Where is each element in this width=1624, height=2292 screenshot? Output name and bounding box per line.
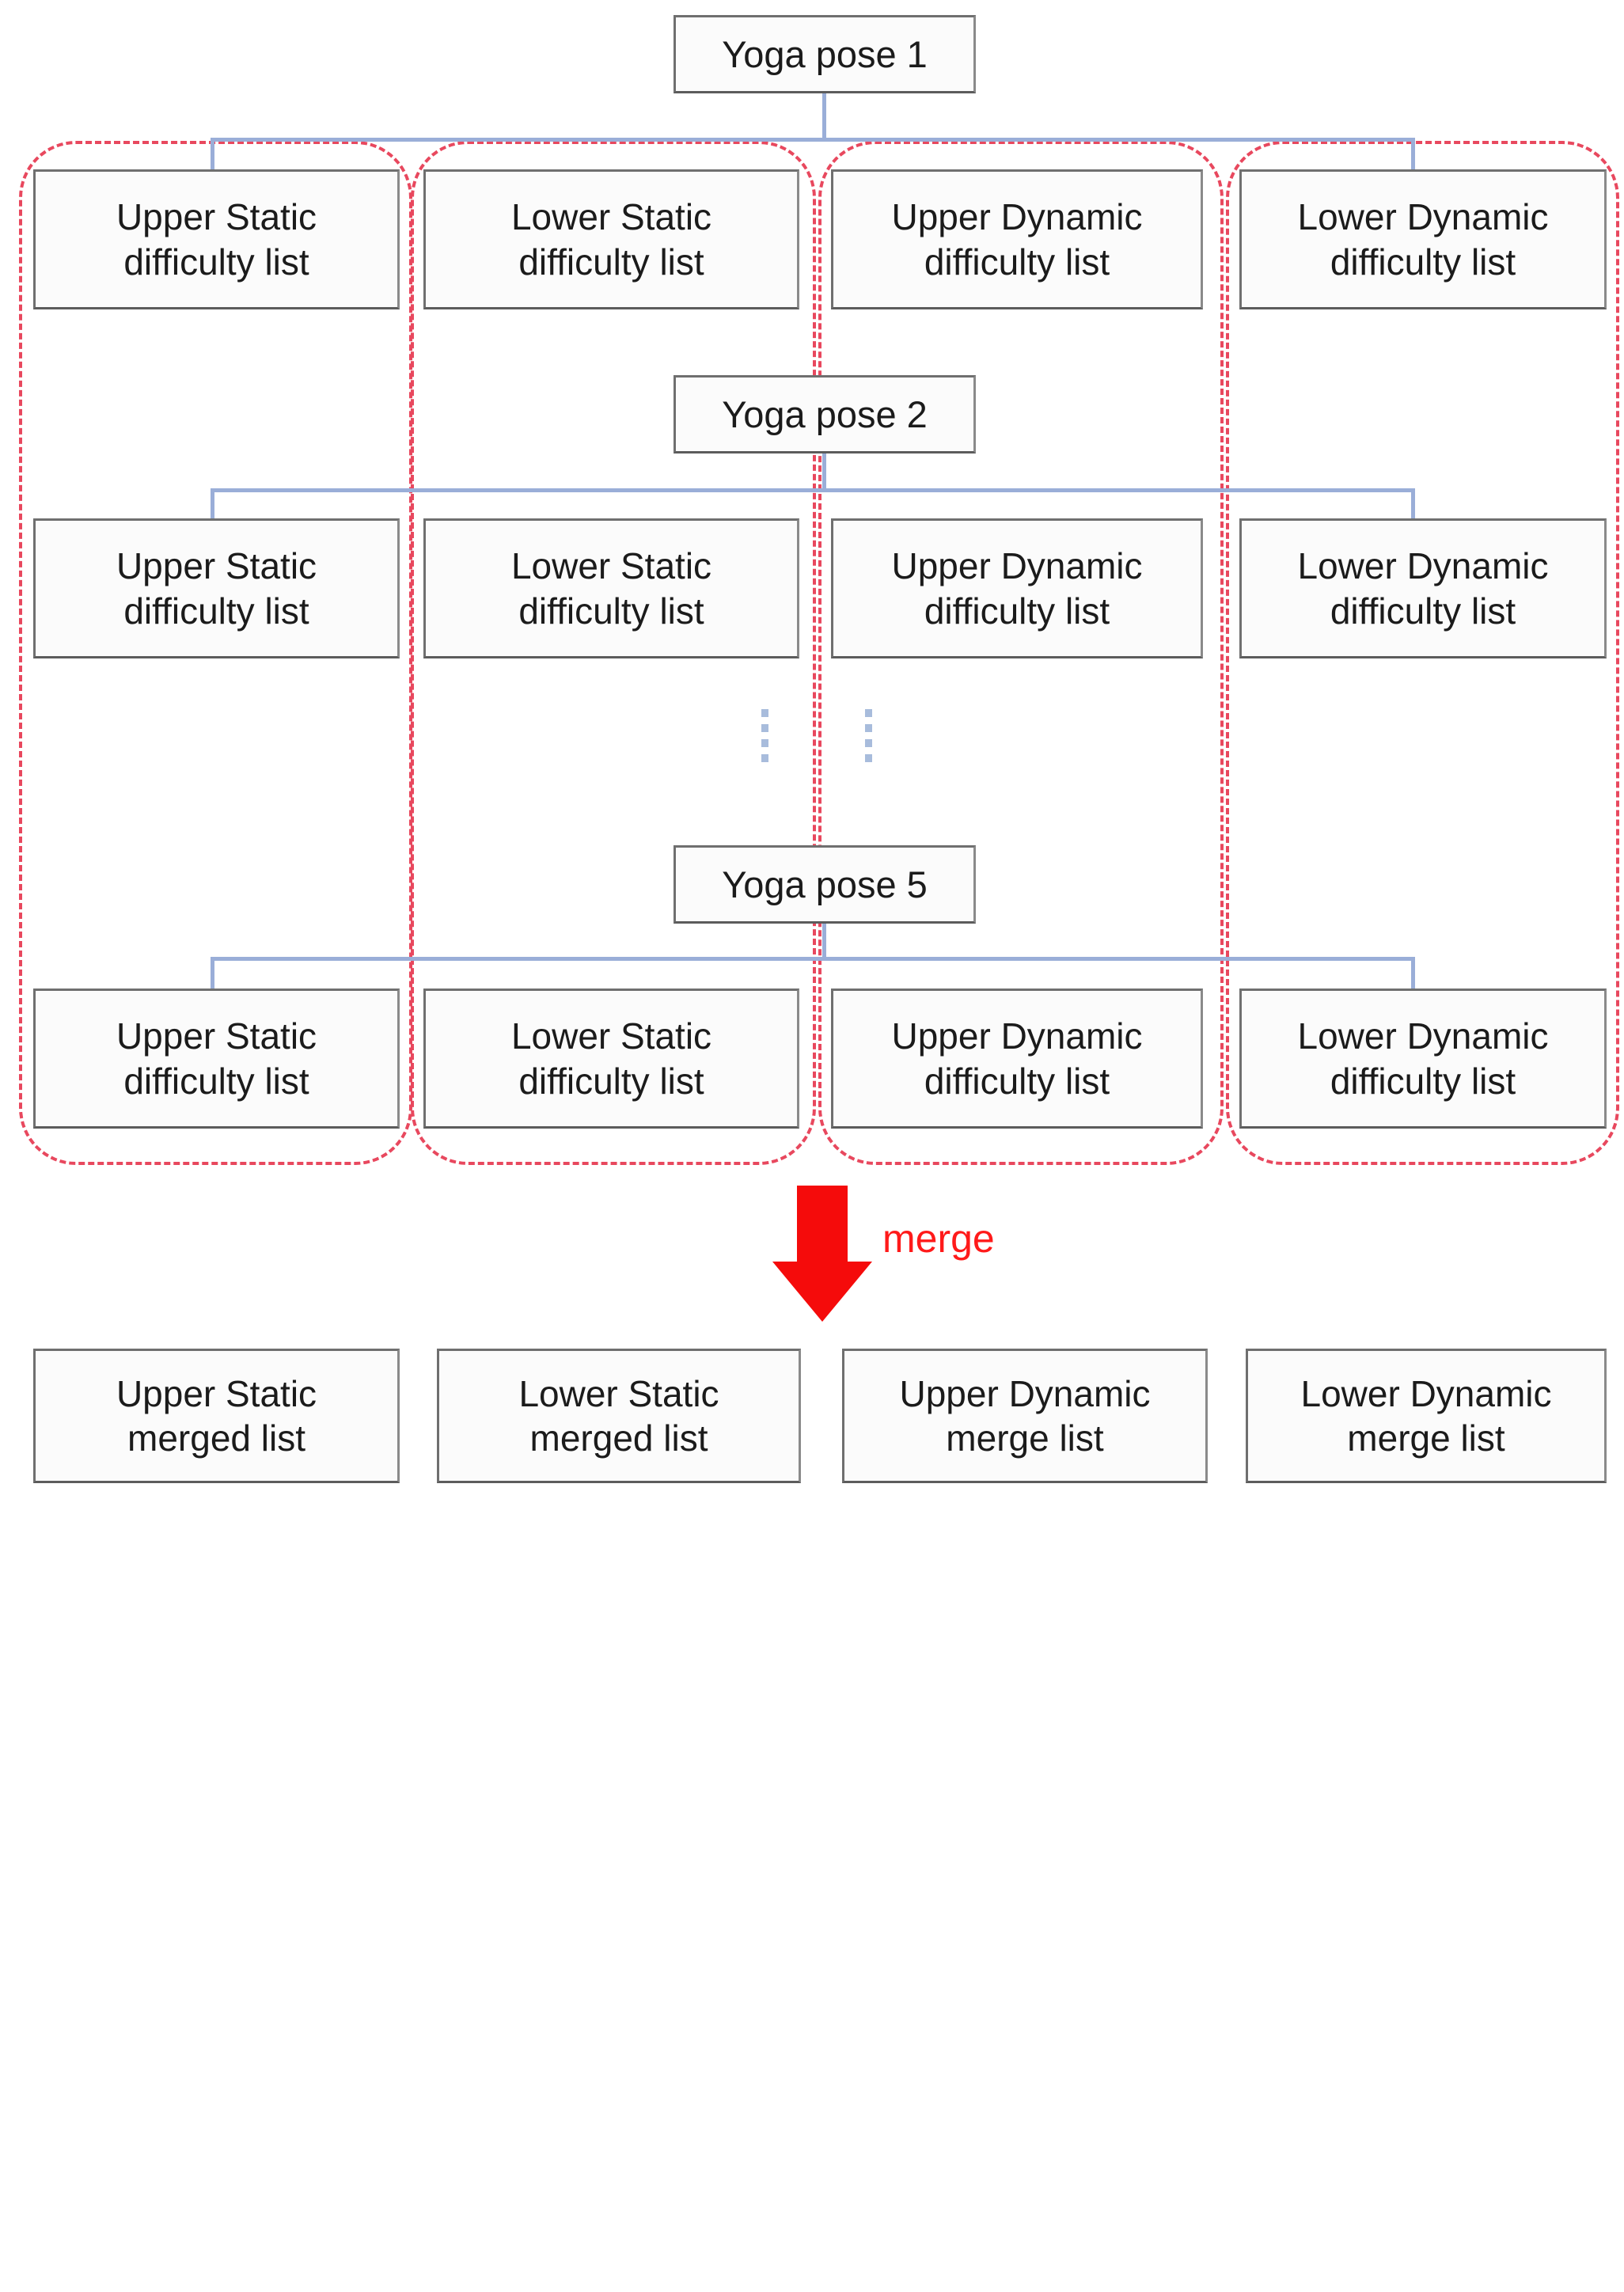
leaf-pose5-lower-static[interactable]: Lower Static difficulty list <box>423 989 799 1129</box>
pose-box-1[interactable]: Yoga pose 1 <box>674 15 976 93</box>
vertical-ellipsis-left <box>761 709 768 763</box>
leaf-pose5-lower-dynamic-label: Lower Dynamic difficulty list <box>1293 1014 1554 1102</box>
leaf-pose5-lower-static-label: Lower Static difficulty list <box>507 1014 716 1102</box>
leaf-line-2: difficulty list <box>123 241 309 283</box>
leaf-line-1: Upper Static <box>116 1015 317 1057</box>
leaf-line-1: Lower Static <box>510 545 712 587</box>
leaf-line-2: difficulty list <box>1330 1060 1516 1102</box>
leaf-line-1: Lower Dynamic <box>1297 196 1549 238</box>
pose-box-5[interactable]: Yoga pose 5 <box>674 845 976 924</box>
leaf-line-2: difficulty list <box>924 590 1110 632</box>
merged-upper-dynamic[interactable]: Upper Dynamic merge list <box>842 1349 1208 1483</box>
leaf-pose2-upper-static-label: Upper Static difficulty list <box>112 544 321 632</box>
leaf-line-2: difficulty list <box>1330 590 1516 632</box>
connector-drop-pose-1-left <box>211 138 214 173</box>
leaf-line-1: Lower Static <box>510 196 712 238</box>
leaf-line-2: merged list <box>529 1417 708 1459</box>
leaf-pose5-upper-dynamic-label: Upper Dynamic difficulty list <box>887 1014 1148 1102</box>
merge-label: merge <box>882 1216 995 1261</box>
leaf-line-1: Lower Dynamic <box>1300 1372 1552 1414</box>
leaf-line-2: difficulty list <box>518 241 704 283</box>
leaf-line-1: Upper Dynamic <box>891 196 1143 238</box>
leaf-pose1-lower-static-label: Lower Static difficulty list <box>507 195 716 283</box>
leaf-line-1: Upper Static <box>116 196 317 238</box>
leaf-line-2: difficulty list <box>1330 241 1516 283</box>
merge-arrow-shaft <box>797 1186 848 1265</box>
leaf-pose1-upper-static-label: Upper Static difficulty list <box>112 195 321 283</box>
leaf-pose1-upper-dynamic-label: Upper Dynamic difficulty list <box>887 195 1148 283</box>
leaf-line-1: Upper Dynamic <box>891 1015 1143 1057</box>
leaf-line-1: Upper Dynamic <box>891 545 1143 587</box>
leaf-pose5-upper-dynamic[interactable]: Upper Dynamic difficulty list <box>831 989 1203 1129</box>
leaf-pose2-upper-dynamic-label: Upper Dynamic difficulty list <box>887 544 1148 632</box>
merge-arrow-icon <box>772 1186 872 1322</box>
leaf-line-1: Upper Static <box>116 545 317 587</box>
pose-box-2[interactable]: Yoga pose 2 <box>674 375 976 453</box>
leaf-pose5-upper-static-label: Upper Static difficulty list <box>112 1014 321 1102</box>
leaf-line-2: difficulty list <box>518 590 704 632</box>
vertical-ellipsis-right <box>865 709 872 763</box>
leaf-pose2-lower-static[interactable]: Lower Static difficulty list <box>423 518 799 658</box>
merged-lower-static[interactable]: Lower Static merged list <box>437 1349 801 1483</box>
leaf-line-1: Upper Static <box>116 1372 317 1414</box>
leaf-pose2-lower-dynamic[interactable]: Lower Dynamic difficulty list <box>1239 518 1607 658</box>
leaf-pose2-upper-dynamic[interactable]: Upper Dynamic difficulty list <box>831 518 1203 658</box>
leaf-line-2: merged list <box>127 1417 305 1459</box>
connector-stem-pose-2 <box>822 453 826 491</box>
group-lower-static <box>411 141 816 1165</box>
connector-bus-pose-1 <box>211 138 1414 142</box>
leaf-line-1: Lower Static <box>518 1372 719 1414</box>
leaf-pose1-lower-dynamic[interactable]: Lower Dynamic difficulty list <box>1239 169 1607 309</box>
leaf-line-1: Lower Dynamic <box>1297 545 1549 587</box>
pose-box-1-label: Yoga pose 1 <box>722 32 928 75</box>
leaf-line-2: difficulty list <box>924 1060 1110 1102</box>
leaf-line-1: Upper Dynamic <box>899 1372 1151 1414</box>
pose-box-2-label: Yoga pose 2 <box>722 393 928 435</box>
connector-stem-pose-1 <box>822 93 826 141</box>
connector-bus-pose-5 <box>211 957 1414 961</box>
connector-drop-pose-5-left <box>211 957 214 992</box>
connector-drop-pose-2-right <box>1411 488 1415 522</box>
merged-lower-static-label: Lower Static merged list <box>514 1372 723 1460</box>
merged-upper-dynamic-label: Upper Dynamic merge list <box>895 1372 1155 1460</box>
leaf-pose1-lower-static[interactable]: Lower Static difficulty list <box>423 169 799 309</box>
connector-drop-pose-5-right <box>1411 957 1415 992</box>
leaf-pose2-lower-dynamic-label: Lower Dynamic difficulty list <box>1293 544 1554 632</box>
leaf-pose5-lower-dynamic[interactable]: Lower Dynamic difficulty list <box>1239 989 1607 1129</box>
leaf-pose1-lower-dynamic-label: Lower Dynamic difficulty list <box>1293 195 1554 283</box>
connector-stem-pose-5 <box>822 924 826 960</box>
merged-upper-static-label: Upper Static merged list <box>112 1372 321 1460</box>
leaf-pose5-upper-static[interactable]: Upper Static difficulty list <box>33 989 400 1129</box>
leaf-line-2: difficulty list <box>924 241 1110 283</box>
leaf-line-2: difficulty list <box>123 590 309 632</box>
leaf-line-1: Lower Static <box>510 1015 712 1057</box>
group-lower-dynamic <box>1226 141 1619 1165</box>
merge-arrow-head <box>772 1262 872 1322</box>
pose-box-5-label: Yoga pose 5 <box>722 863 928 905</box>
group-upper-dynamic <box>818 141 1224 1165</box>
connector-drop-pose-1-right <box>1411 138 1415 173</box>
leaf-line-2: difficulty list <box>518 1060 704 1102</box>
leaf-pose1-upper-dynamic[interactable]: Upper Dynamic difficulty list <box>831 169 1203 309</box>
merged-upper-static[interactable]: Upper Static merged list <box>33 1349 400 1483</box>
merged-lower-dynamic-label: Lower Dynamic merge list <box>1296 1372 1557 1460</box>
leaf-pose2-lower-static-label: Lower Static difficulty list <box>507 544 716 632</box>
leaf-pose1-upper-static[interactable]: Upper Static difficulty list <box>33 169 400 309</box>
leaf-line-1: Lower Dynamic <box>1297 1015 1549 1057</box>
connector-bus-pose-2 <box>211 488 1414 492</box>
merged-lower-dynamic[interactable]: Lower Dynamic merge list <box>1246 1349 1607 1483</box>
leaf-line-2: merge list <box>946 1417 1104 1459</box>
leaf-line-2: difficulty list <box>123 1060 309 1102</box>
connector-drop-pose-2-left <box>211 488 214 522</box>
leaf-line-2: merge list <box>1347 1417 1505 1459</box>
leaf-pose2-upper-static[interactable]: Upper Static difficulty list <box>33 518 400 658</box>
